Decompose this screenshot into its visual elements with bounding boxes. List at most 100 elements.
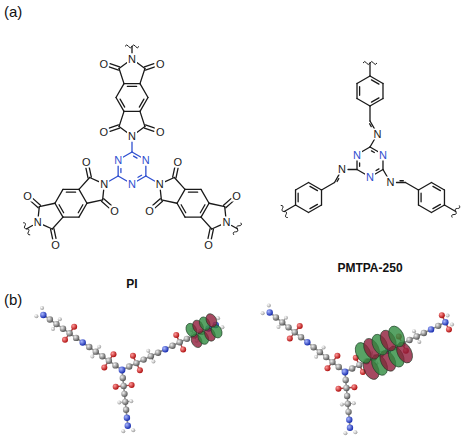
bond-line [309, 182, 322, 189]
bond-line [145, 67, 155, 70]
bond-line [63, 216, 79, 217]
bond-line [124, 83, 140, 84]
bond-line [109, 67, 119, 70]
atom-label: N [127, 131, 137, 142]
bond-line [144, 128, 154, 131]
atom-label: N [365, 172, 375, 183]
bond-line [382, 161, 383, 170]
bond-line [370, 99, 383, 107]
bond-line [27, 225, 33, 228]
bond-line [86, 168, 88, 178]
bond-line [155, 201, 162, 208]
bond-line [79, 177, 90, 189]
compound-name: PI [126, 278, 137, 290]
panel-label: (b) [4, 292, 22, 307]
bond-line [165, 177, 174, 181]
bond-line [296, 205, 309, 212]
bond-line [405, 182, 418, 190]
atom-label: O [109, 205, 120, 216]
compound-name: PMTPA-250 [337, 262, 402, 274]
bond-line [348, 169, 357, 170]
bond-line [140, 68, 145, 83]
bond-line [43, 225, 52, 229]
atom-label: N [155, 179, 165, 190]
wavy-bond [363, 62, 377, 65]
wavy-bond [233, 223, 241, 235]
atom-label: N [127, 54, 137, 65]
bond-line [145, 166, 146, 176]
bond-line [362, 147, 370, 152]
bond-line [356, 161, 357, 170]
bond-line [140, 84, 148, 98]
bond-line [357, 99, 370, 107]
bond-line [59, 205, 64, 213]
atom-label: O [172, 156, 183, 167]
bond-line [87, 200, 103, 203]
atom-label: N [127, 179, 137, 190]
bond-line [137, 63, 145, 69]
bond-line [200, 205, 205, 213]
bond-line [208, 229, 210, 239]
bond-line [212, 225, 221, 229]
wavy-bond [452, 205, 460, 217]
bond-line [119, 63, 127, 69]
bond-line [371, 98, 378, 102]
bond-line [118, 176, 127, 181]
atom-label: O [144, 205, 155, 216]
atom-label: O [155, 126, 166, 137]
bond-line [181, 205, 186, 213]
bond-line [297, 193, 298, 202]
bond-line [109, 125, 119, 128]
bond-line [337, 179, 339, 182]
bond-line [382, 84, 383, 99]
bond-line [140, 111, 145, 126]
bond-line [63, 189, 79, 190]
molecule-model [261, 303, 454, 435]
wavy-bond [125, 45, 139, 48]
bond-line [134, 156, 137, 158]
atom-label: O [22, 190, 33, 201]
bond-line [55, 203, 63, 217]
bond-line [109, 176, 118, 181]
bond-line [418, 205, 431, 213]
bond-line [90, 177, 99, 181]
bond-line [176, 168, 178, 178]
bond-line [431, 182, 444, 190]
atom-label: O [231, 190, 242, 201]
bond-line [177, 203, 185, 217]
bond-line [119, 68, 124, 83]
bond-line [444, 205, 455, 212]
bond-line [144, 64, 154, 67]
bond-line [310, 204, 317, 208]
bond-line [371, 151, 374, 153]
bond-line [110, 128, 120, 131]
bond-line [371, 80, 378, 84]
bond-line [120, 169, 121, 173]
bond-line [116, 98, 124, 112]
ball-and-stick-models [34, 303, 454, 435]
bond-line [185, 216, 201, 217]
bond-line [185, 189, 201, 190]
atom-label: O [155, 58, 166, 69]
atom-label: N [386, 177, 396, 188]
bond-line [370, 124, 372, 127]
bond-line [39, 203, 55, 206]
bond-line [146, 176, 155, 181]
bond-line [123, 152, 132, 157]
atom-label: O [203, 239, 214, 250]
bond-line [370, 76, 383, 84]
bond-line [431, 205, 444, 212]
bond-line [201, 189, 209, 203]
atom-label: O [99, 58, 110, 69]
bond-line [139, 99, 144, 107]
orbital-lobe [204, 312, 219, 329]
bond-line [433, 186, 440, 190]
bond-line [51, 229, 53, 239]
bond-line [173, 167, 175, 177]
bond-line [335, 175, 339, 183]
atom-label: N [373, 129, 383, 140]
bond-line [370, 139, 374, 147]
bond-line [127, 86, 136, 87]
